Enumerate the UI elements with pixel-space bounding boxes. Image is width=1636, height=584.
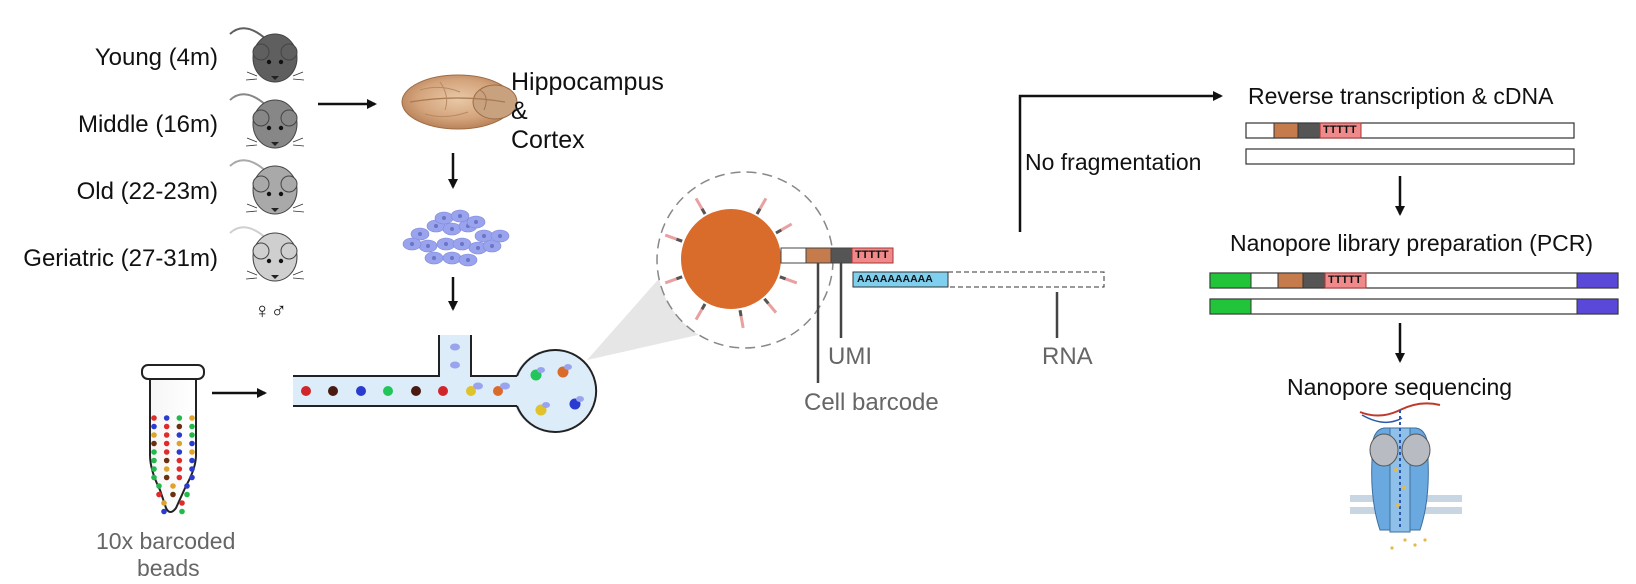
tube-bead [163, 415, 170, 421]
tube-bead [170, 483, 176, 489]
oligo-construct [780, 247, 1105, 383]
tube-bead [189, 440, 195, 447]
brain-icon [401, 74, 518, 130]
step-library-prep: Nanopore library preparation (PCR) [1230, 230, 1594, 256]
tube-bead [179, 508, 185, 515]
mice-group [229, 27, 305, 282]
channel-bead [301, 386, 311, 396]
tissue-label-hippocampus: Hippocampus [511, 68, 664, 96]
channel-bead [411, 386, 421, 396]
tube-bead [163, 474, 170, 481]
polyt-label-bead: TTTTT [855, 249, 889, 261]
polyt-label-cdna: TTTTT [1323, 124, 1357, 136]
tube-bead [176, 423, 183, 430]
tissue-label-cortex: Cortex [511, 126, 585, 154]
beads-label-line1: 10x barcoded [96, 528, 236, 554]
age-label-middle: Middle (16m) [77, 111, 218, 138]
nanopore-icon [1350, 402, 1462, 550]
rna-label: RNA [1042, 343, 1093, 370]
polya-label: AAAAAAAAAA [857, 273, 933, 285]
tube-bead [176, 415, 183, 421]
arrow-no-fragmentation [1018, 91, 1223, 232]
microfluidic-channel [293, 335, 598, 434]
tube-bead [151, 457, 157, 464]
tube-bead [163, 457, 170, 464]
tissue-label-ampersand: & [511, 97, 528, 125]
age-label-geriatric: Geriatric (27-31m) [23, 245, 218, 272]
tube-bead [163, 466, 170, 472]
tube-bead [189, 423, 195, 430]
sex-symbols: ♀♂ [254, 298, 287, 323]
tube-bead [161, 508, 167, 515]
tube-bead [170, 491, 176, 498]
tube-bead [189, 466, 195, 472]
beads-label-line2: beads [137, 555, 200, 581]
tube-bead [189, 415, 195, 421]
tube-bead [156, 483, 162, 489]
step-reverse-transcription: Reverse transcription & cDNA [1248, 83, 1554, 109]
cell-barcode-label: Cell barcode [804, 389, 939, 416]
gel-bead [664, 197, 798, 329]
bead-tube [141, 364, 205, 515]
tube-bead [184, 483, 190, 489]
tube-bead [151, 474, 157, 481]
tube-bead [189, 457, 195, 464]
step-nanopore-sequencing: Nanopore sequencing [1287, 374, 1513, 400]
age-label-young: Young (4m) [94, 44, 218, 71]
tube-bead [189, 474, 195, 481]
tube-bead [151, 466, 157, 472]
tube-bead [163, 449, 170, 455]
channel-bead [493, 386, 503, 396]
channel-bead [328, 386, 338, 396]
tube-bead [176, 474, 183, 481]
tube-bead [184, 491, 190, 498]
channel-bead [356, 386, 366, 396]
channel-bead [438, 386, 448, 396]
age-label-old: Old (22-23m) [76, 178, 218, 205]
mouse-icon [229, 27, 305, 83]
no-fragmentation-label: No fragmentation [1025, 149, 1202, 175]
tube-bead [176, 466, 183, 472]
tube-bead [156, 491, 162, 498]
umi-label: UMI [828, 343, 872, 370]
tube-bead [151, 449, 157, 455]
tube-bead [176, 449, 183, 455]
tube-bead [176, 457, 183, 464]
tube-bead [163, 432, 170, 438]
mouse-icon [229, 93, 305, 149]
tube-bead [163, 423, 170, 430]
tube-bead [151, 440, 157, 447]
tube-bead [179, 500, 185, 506]
channel-bead [383, 386, 393, 396]
mouse-icon [229, 226, 305, 282]
channel-bead [466, 386, 476, 396]
tube-bead [176, 432, 183, 438]
cdna-molecule [1245, 122, 1575, 165]
dissociated-cells [402, 209, 510, 267]
tube-bead [189, 449, 195, 455]
tube-bead [163, 440, 170, 447]
tube-bead [161, 500, 167, 506]
tube-bead [189, 432, 195, 438]
tube-bead [151, 415, 157, 421]
mouse-icon [229, 159, 305, 215]
library-molecule [1209, 272, 1619, 315]
tube-bead [151, 423, 157, 430]
tube-bead [151, 432, 157, 438]
polyt-label-library: TTTTT [1328, 274, 1362, 286]
tube-bead [176, 440, 183, 447]
